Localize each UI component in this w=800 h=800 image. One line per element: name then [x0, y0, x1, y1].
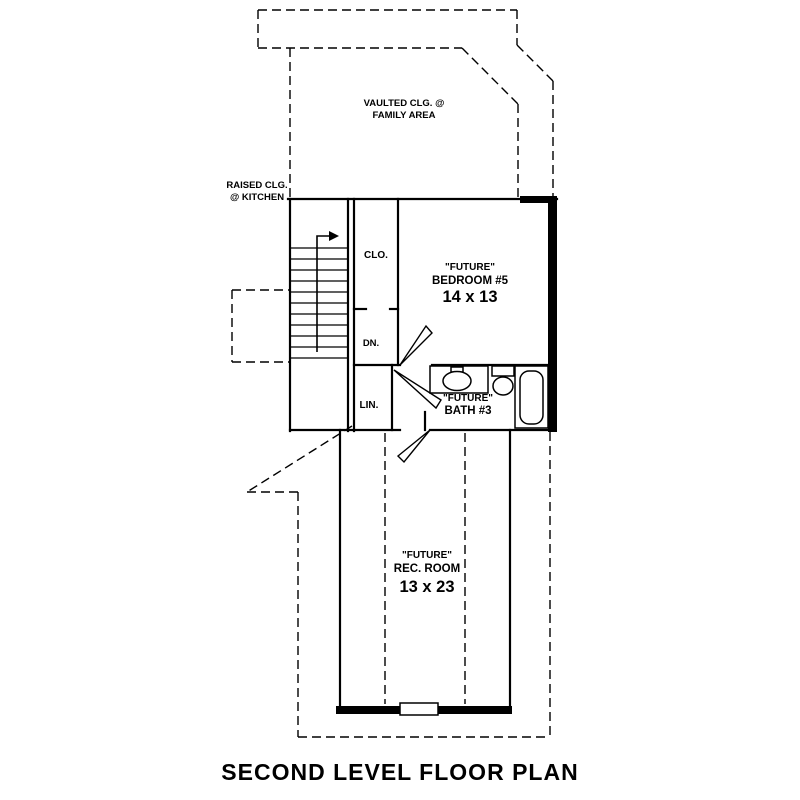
- label-vaulted-ceiling-line2: FAMILY AREA: [373, 110, 436, 121]
- label-raised-ceiling-line1: RAISED CLG.: [226, 180, 287, 191]
- page-title: SECOND LEVEL FLOOR PLAN: [221, 759, 578, 785]
- toilet-bowl: [492, 376, 514, 396]
- roof-line: [461, 47, 519, 105]
- toilet-tank: [491, 365, 515, 377]
- stair-arrowhead-icon: [329, 231, 339, 241]
- rec-room-door-leaf: [396, 429, 431, 464]
- exterior-wall: [548, 196, 557, 432]
- room-label-closet: CLO.: [364, 250, 388, 261]
- walls: [286, 197, 559, 709]
- exterior-wall: [520, 196, 550, 203]
- labels: VAULTED CLG. @ FAMILY AREA RAISED CLG. @…: [226, 98, 508, 596]
- label-raised-ceiling-line2: @ KITCHEN: [230, 192, 284, 203]
- room-label-bath3-qualifier: "FUTURE": [443, 393, 493, 404]
- sink-basin: [442, 370, 472, 392]
- kitchen-ceiling-outline-dashed: [231, 289, 290, 363]
- roof-outline-dashed: [257, 9, 554, 197]
- bath-door-leaf: [393, 369, 442, 410]
- window: [399, 702, 439, 716]
- room-label-bedroom5-name: BEDROOM #5: [432, 275, 509, 287]
- exterior-wall: [336, 706, 400, 714]
- room-label-linen: LIN.: [360, 400, 379, 411]
- room-label-rec-room-dimensions: 13 x 23: [399, 578, 454, 596]
- stair-direction-arrow: [316, 235, 329, 352]
- room-label-bedroom5-dimensions: 14 x 13: [442, 288, 497, 306]
- bedroom-door-leaf: [399, 324, 433, 366]
- bathtub-basin: [519, 370, 544, 425]
- room-label-bath3-name: BATH #3: [444, 405, 491, 417]
- staircase: [291, 231, 347, 359]
- room-label-rec-room-qualifier: "FUTURE": [402, 550, 452, 561]
- roof-line: [246, 425, 353, 493]
- lower-roof-outline-dashed: [246, 425, 551, 738]
- room-label-rec-room-name: REC. ROOM: [394, 563, 460, 575]
- label-stair-direction: DN.: [363, 338, 379, 349]
- exterior-walls: [336, 196, 557, 716]
- doors: [393, 324, 442, 464]
- roof-line: [516, 44, 554, 82]
- label-vaulted-ceiling-line1: VAULTED CLG. @: [364, 98, 445, 109]
- room-label-bedroom5-qualifier: "FUTURE": [445, 262, 495, 273]
- exterior-wall: [438, 706, 512, 714]
- bath-fixtures: [429, 365, 549, 429]
